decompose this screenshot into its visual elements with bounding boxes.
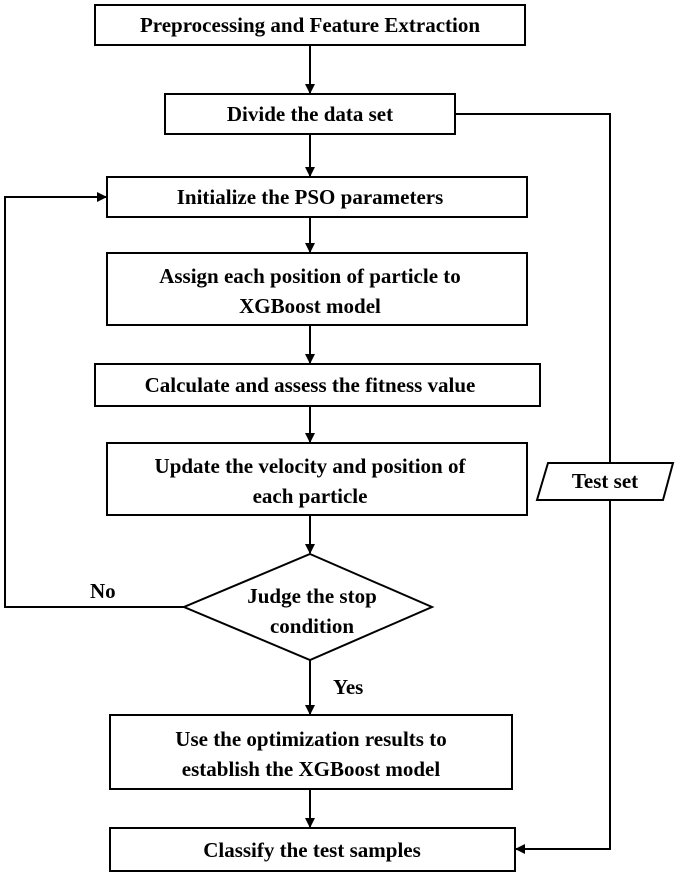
judge-label-line1: Judge the stop bbox=[247, 584, 377, 608]
divide-label: Divide the data set bbox=[227, 102, 393, 126]
arrow-no-loop bbox=[4, 192, 184, 608]
preprocess-label: Preprocessing and Feature Extraction bbox=[140, 13, 480, 37]
arrow-test-set-to-classify bbox=[515, 500, 611, 854]
use-results-box bbox=[109, 714, 513, 790]
calc-label: Calculate and assess the fitness value bbox=[145, 373, 476, 397]
divide-box bbox=[164, 93, 456, 135]
test-set-node bbox=[535, 462, 675, 501]
use-results-label-line2: establish the XGBoost model bbox=[182, 757, 441, 781]
assign-label-line1: Assign each position of particle to bbox=[159, 264, 461, 288]
preprocess-box bbox=[94, 4, 526, 46]
classify-box bbox=[109, 827, 516, 872]
yes-label: Yes bbox=[333, 675, 363, 699]
classify-label: Classify the test samples bbox=[203, 838, 421, 862]
assign-label-line2: XGBoost model bbox=[239, 294, 381, 318]
use-results-label-line1: Use the optimization results to bbox=[175, 727, 446, 751]
init-pso-box bbox=[106, 176, 528, 218]
calc-box bbox=[94, 363, 541, 407]
no-label: No bbox=[90, 579, 116, 603]
test-set-label: Test set bbox=[572, 469, 638, 493]
update-box bbox=[106, 442, 528, 516]
assign-box bbox=[106, 252, 528, 326]
update-label-line2: each particle bbox=[253, 484, 368, 508]
judge-label-line2: condition bbox=[270, 614, 354, 638]
init-pso-label: Initialize the PSO parameters bbox=[177, 185, 444, 209]
update-label-line1: Update the velocity and position of bbox=[155, 454, 467, 478]
line-divide-to-test-set bbox=[455, 113, 611, 463]
